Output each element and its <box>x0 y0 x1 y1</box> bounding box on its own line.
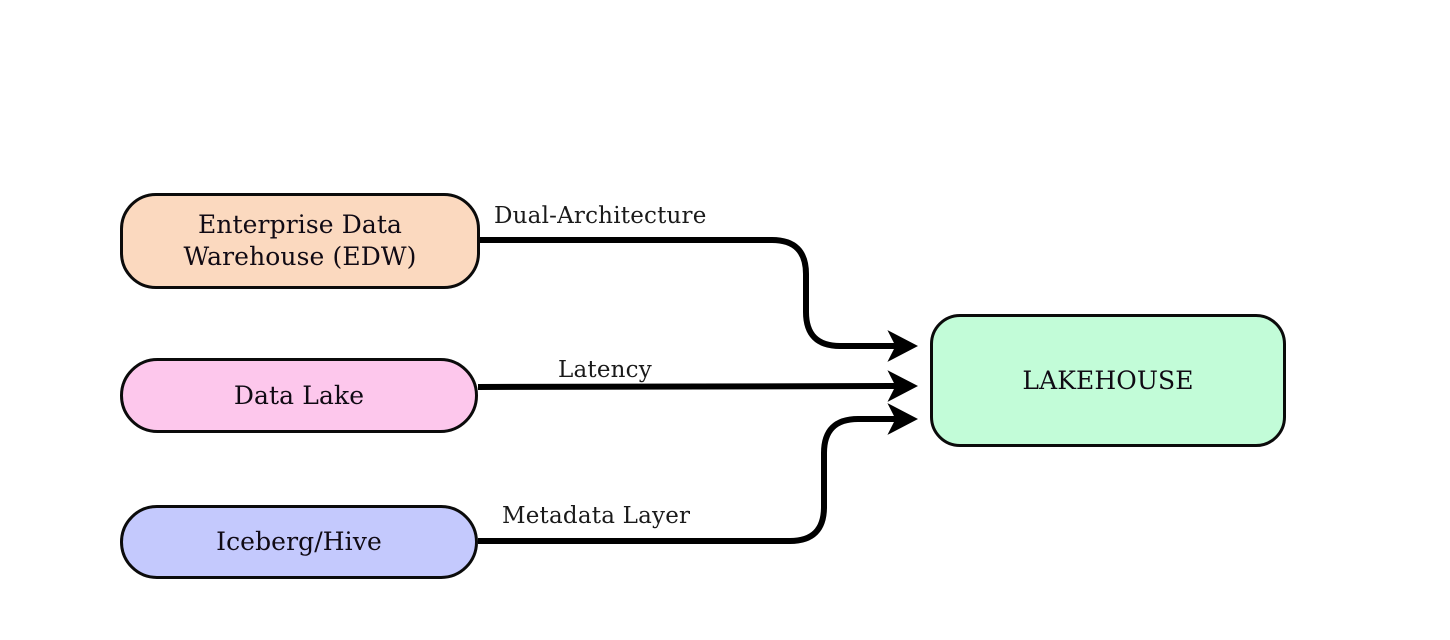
node-lakehouse[interactable]: LAKEHOUSE <box>930 314 1286 447</box>
node-data-lake[interactable]: Data Lake <box>120 358 478 433</box>
edge-label-dual-architecture: Dual-Architecture <box>494 203 707 229</box>
node-label-edw: Enterprise Data Warehouse (EDW) <box>183 210 417 271</box>
node-label-iceberg-hive: Iceberg/Hive <box>216 527 382 556</box>
node-iceberg-hive[interactable]: Iceberg/Hive <box>120 505 478 579</box>
node-label-data-lake: Data Lake <box>233 380 365 410</box>
node-enterprise-data-warehouse[interactable]: Enterprise Data Warehouse (EDW) <box>120 193 480 289</box>
node-label-lakehouse: LAKEHOUSE <box>1022 365 1194 395</box>
edge-path-metadata-layer <box>478 403 919 544</box>
edge-label-latency: Latency <box>558 357 652 383</box>
edge-path-latency <box>477 370 918 402</box>
edge-label-metadata-layer: Metadata Layer <box>502 503 691 529</box>
edge-path-dual-architecture <box>480 237 919 362</box>
